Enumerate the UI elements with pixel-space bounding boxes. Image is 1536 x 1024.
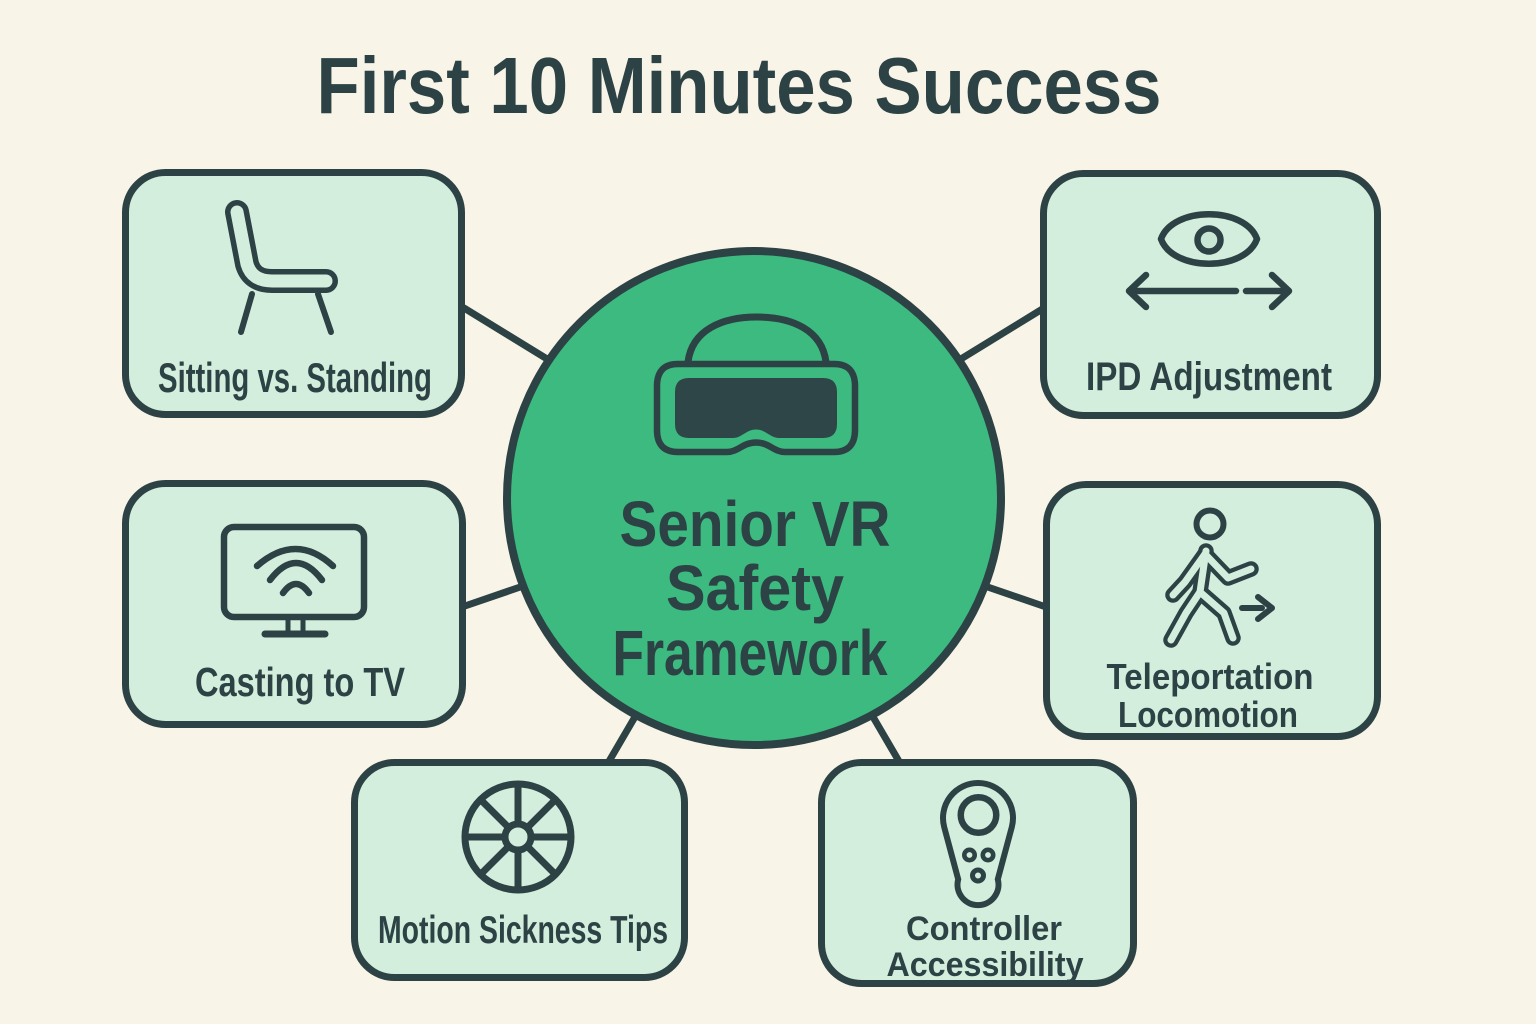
svg-text:Safety: Safety <box>666 552 844 624</box>
svg-text:Casting to TV: Casting to TV <box>195 659 406 705</box>
svg-text:Controller: Controller <box>906 910 1062 948</box>
svg-text:Sitting vs. Standing: Sitting vs. Standing <box>158 354 432 401</box>
svg-text:Framework: Framework <box>613 617 888 689</box>
svg-text:Locomotion: Locomotion <box>1118 694 1298 735</box>
svg-text:Senior VR: Senior VR <box>620 488 891 560</box>
svg-text:First 10 Minutes Success: First 10 Minutes Success <box>317 41 1162 130</box>
svg-text:Teleportation: Teleportation <box>1107 656 1314 697</box>
svg-text:Accessibility: Accessibility <box>887 946 1084 984</box>
svg-text:IPD Adjustment: IPD Adjustment <box>1086 355 1332 399</box>
svg-text:Motion Sickness Tips: Motion Sickness Tips <box>378 909 668 952</box>
